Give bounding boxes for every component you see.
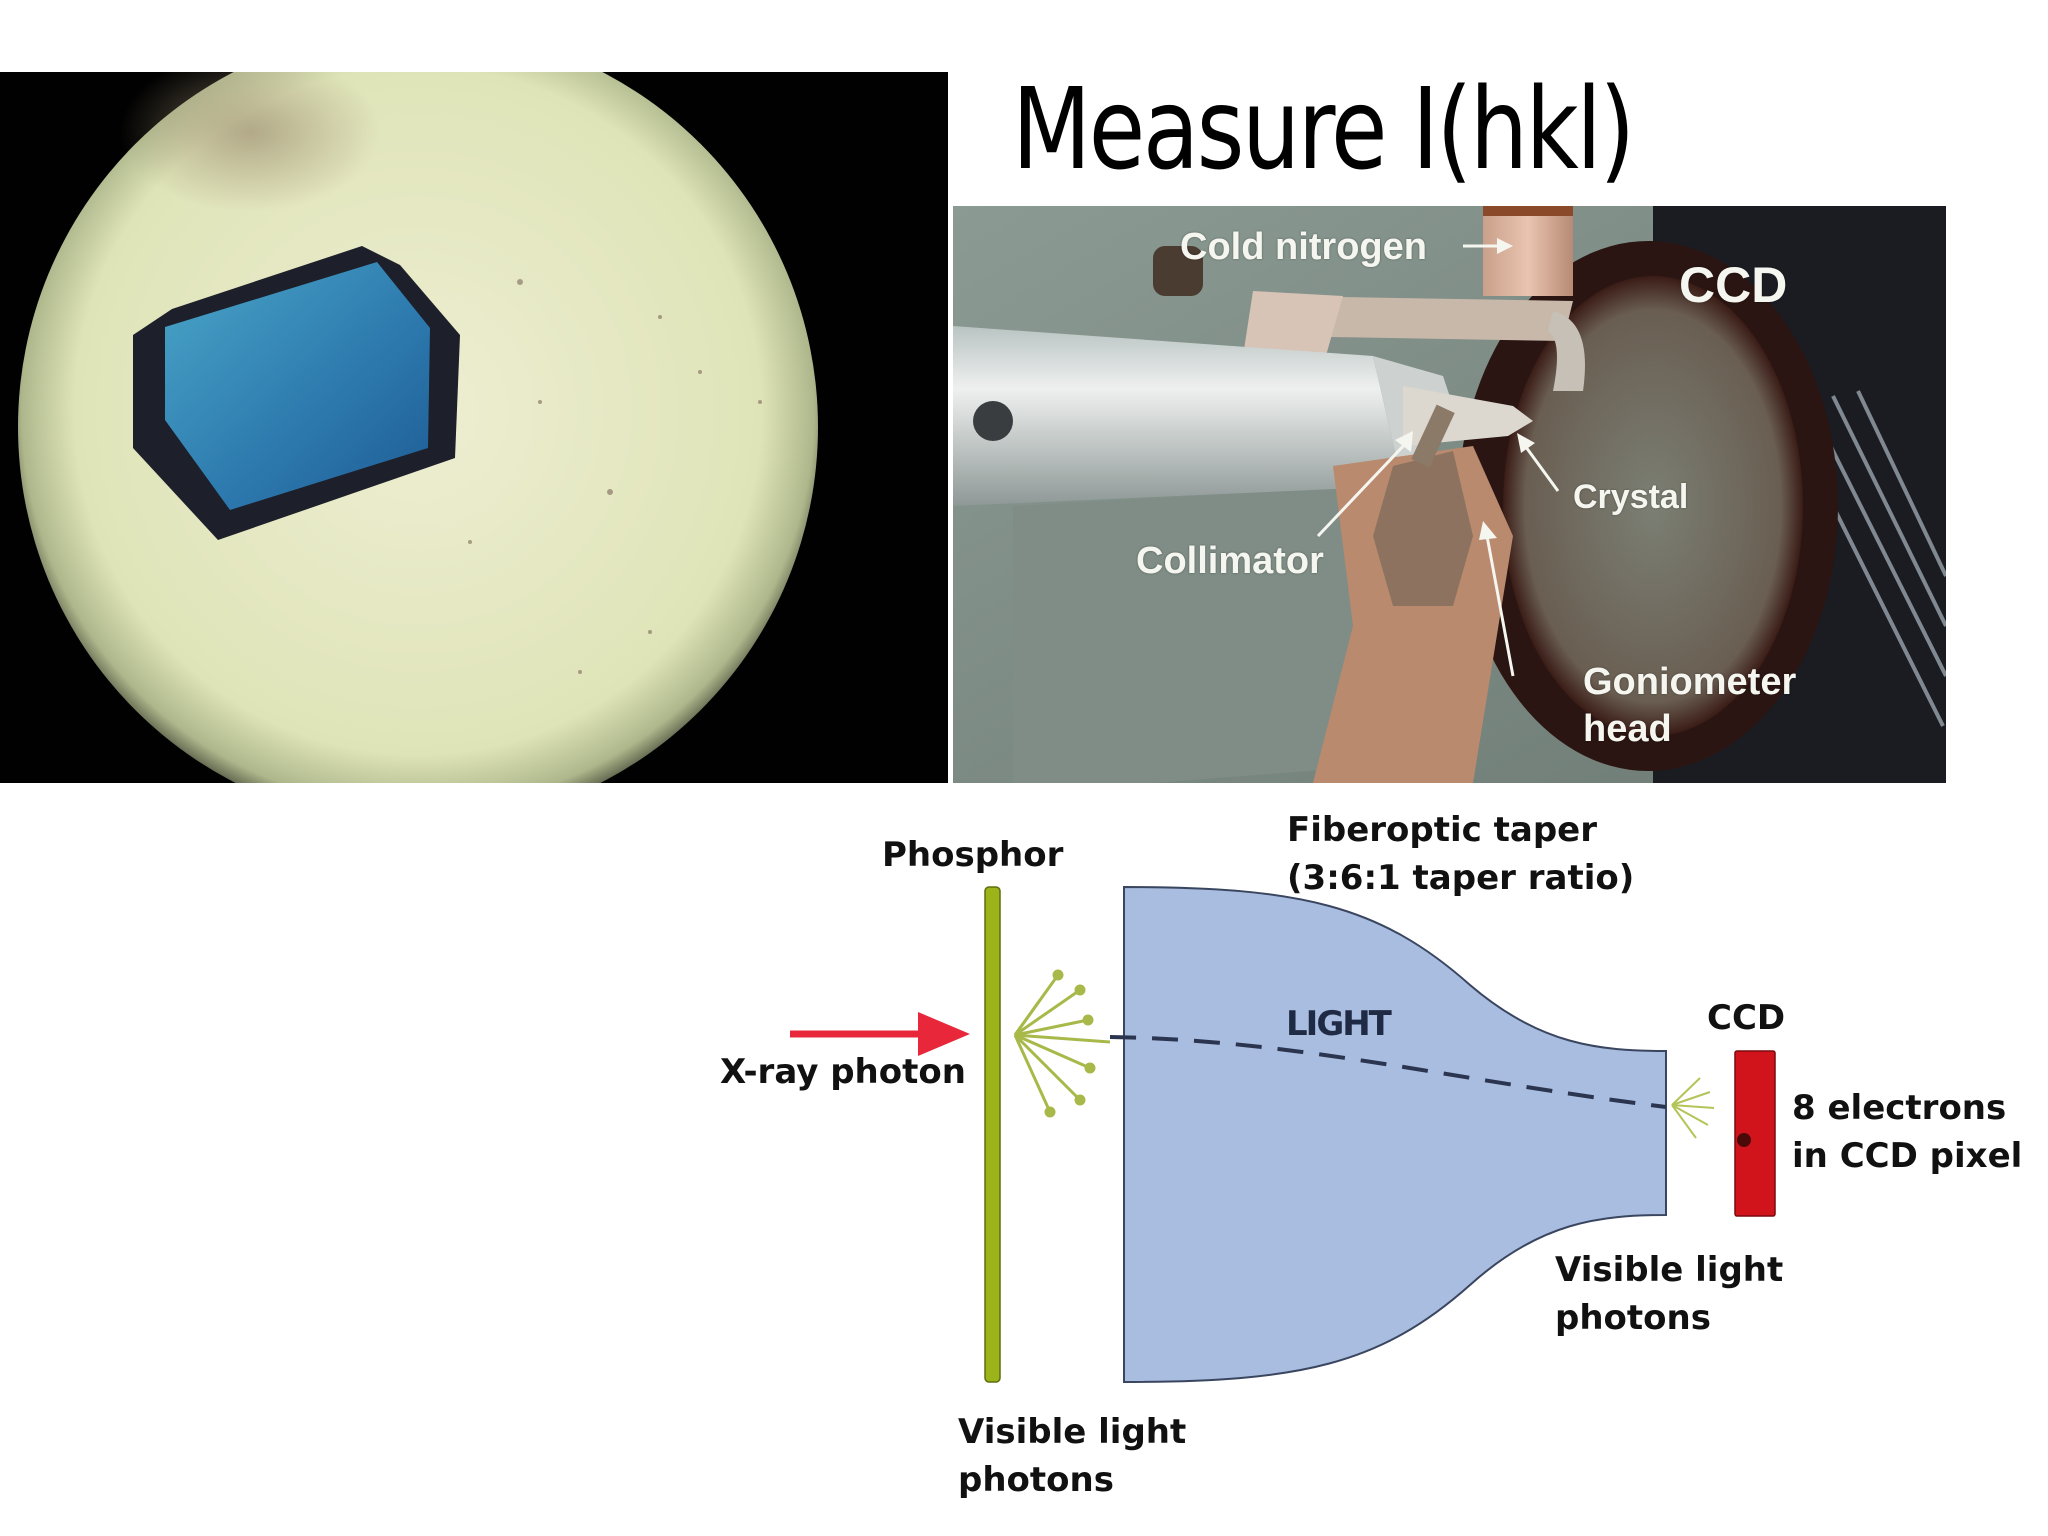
crystal-pointer-arrow-icon: [1517, 433, 1560, 492]
crystal-microscope-photo: [0, 72, 948, 783]
goniometer-pointer-arrow-icon: [1479, 521, 1515, 677]
ccd-diagram-label: CCD: [1707, 998, 1786, 1038]
light-label: LIGHT: [1286, 1004, 1392, 1044]
goniometer-label-line1: Goniometer: [1583, 661, 1797, 703]
detector-schematic: [790, 885, 1776, 1384]
diffractometer-photo: Cold nitrogen CCD Crystal Collimator Gon…: [953, 206, 1946, 783]
taper-label-line2: (3:6:1 taper ratio): [1287, 858, 1635, 898]
slide-title: Measure I(hkl): [1012, 65, 1635, 195]
goniometer-label-line2: head: [1583, 708, 1672, 750]
crystal-photo-label: Crystal: [1573, 478, 1689, 516]
visible-light-left-line1: Visible light: [958, 1412, 1187, 1452]
cold-nitrogen-label: Cold nitrogen: [1180, 226, 1427, 268]
crystal-image: [0, 72, 948, 783]
electrons-label-line2: in CCD pixel: [1792, 1136, 2023, 1176]
visible-light-right-line1: Visible light: [1555, 1250, 1784, 1290]
visible-light-right-line2: photons: [1555, 1298, 1711, 1338]
visible-light-left-line2: photons: [958, 1460, 1114, 1500]
collimator-label: Collimator: [1136, 540, 1324, 582]
electrons-label-line1: 8 electrons: [1792, 1088, 2007, 1128]
arrow-right-icon: [1463, 238, 1513, 254]
ccd-detector-diagram: Phosphor Fiberoptic taper (3:6:1 taper r…: [0, 790, 2048, 1536]
ccd-photo-label: CCD: [1679, 257, 1788, 313]
diffractometer-image: [953, 206, 1946, 783]
collimator-pointer-arrow-icon: [1316, 431, 1413, 538]
taper-label-line1: Fiberoptic taper: [1287, 810, 1598, 850]
phosphor-label: Phosphor: [882, 835, 1064, 875]
xray-photon-label: X-ray photon: [720, 1052, 966, 1092]
